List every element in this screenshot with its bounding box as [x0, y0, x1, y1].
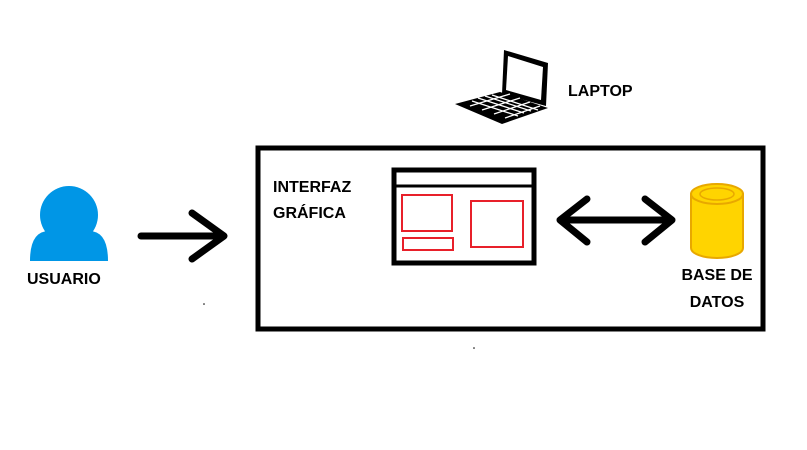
user-icon — [30, 186, 108, 261]
interface-container — [255, 145, 766, 332]
interface-label-line2: GRÁFICA — [273, 205, 346, 222]
database-label-line1: BASE DE — [681, 267, 753, 284]
user-to-interface-arrow — [137, 209, 228, 263]
gui-window-icon — [391, 167, 537, 266]
speck — [473, 347, 475, 349]
speck — [203, 303, 205, 305]
database-label-line2: DATOS — [689, 294, 745, 311]
interface-database-double-arrow — [556, 195, 676, 246]
user-label: USUARIO — [27, 271, 101, 288]
laptop-label: LAPTOP — [568, 83, 633, 100]
laptop-icon — [455, 50, 548, 124]
interface-label-line1: INTERFAZ — [273, 179, 352, 196]
database-icon — [690, 183, 744, 259]
